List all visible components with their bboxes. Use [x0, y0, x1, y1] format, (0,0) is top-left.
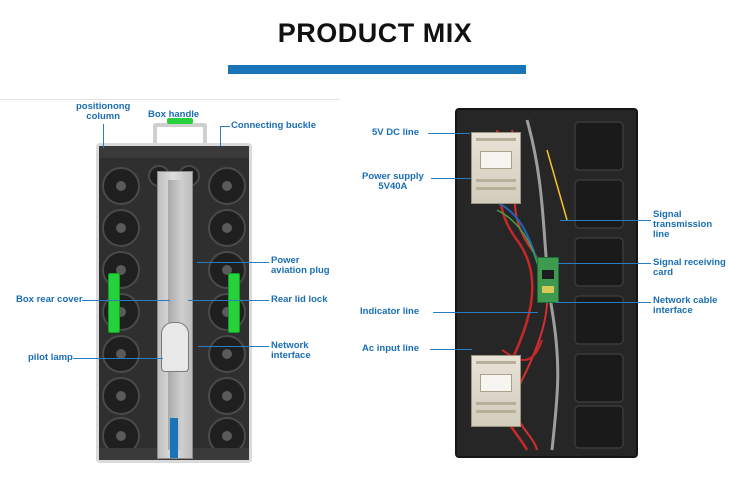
label-ac-input-line: Ac input line — [362, 344, 419, 354]
section-divider — [0, 99, 340, 100]
label-box-rear-cover-text: Box rear cover — [16, 294, 83, 305]
label-indicator-line: Indicator line — [360, 307, 419, 317]
label-pilot-lamp-text: pilot lamp — [28, 352, 73, 363]
leader-network-interface — [198, 346, 269, 347]
leader-power-supply — [431, 178, 471, 179]
leader-rear-lid-lock — [188, 300, 269, 301]
label-connecting-buckle-text: Connecting buckle — [231, 120, 316, 131]
label-rear-lid-lock-text: Rear lid lock — [271, 294, 328, 305]
label-rear-lid-lock: Rear lid lock — [271, 295, 328, 305]
leader-5v-dc-line — [428, 133, 470, 134]
right-green-latch — [228, 273, 240, 333]
label-pilot-lamp: pilot lamp — [28, 353, 73, 363]
label-box-handle-text: Box handle — [148, 109, 200, 120]
leader-positioning-column — [103, 124, 104, 148]
label-connecting-buckle: Connecting buckle — [231, 121, 316, 131]
label-ac-input-line-text: Ac input line — [362, 343, 419, 354]
leader-signal-transmission-line — [560, 220, 651, 221]
leader-network-cable-interface — [556, 302, 651, 303]
label-indicator-line-text: Indicator line — [360, 306, 420, 317]
leader-connecting-buckle-h — [220, 126, 230, 127]
cabinet-interior-view — [455, 108, 638, 458]
title-underline — [228, 65, 526, 74]
label-box-rear-cover: Box rear cover — [16, 295, 83, 305]
power-supply-bottom-graphic — [471, 355, 521, 427]
leader-power-aviation-plug — [197, 262, 269, 263]
label-5v-dc-line-text: 5V DC line — [372, 127, 419, 138]
leader-box-rear-cover — [82, 300, 170, 301]
label-box-handle: Box handle — [148, 110, 199, 120]
leader-indicator-line — [433, 312, 538, 313]
rear-cover-graphic — [157, 171, 193, 459]
page-title: PRODUCT MIX — [277, 18, 473, 48]
receiving-card-graphic — [537, 257, 559, 303]
leader-connecting-buckle-v — [220, 126, 221, 146]
leader-pilot-lamp — [73, 358, 163, 359]
power-supply-top-graphic — [471, 132, 521, 204]
left-green-latch — [108, 273, 120, 333]
box-handle-graphic — [153, 123, 207, 147]
leader-ac-input-line — [430, 349, 472, 350]
label-5v-dc-line: 5V DC line — [372, 128, 419, 138]
blue-bottom-strip — [170, 418, 178, 458]
cabinet-rear-view — [96, 143, 252, 463]
leader-signal-receiving-card — [558, 263, 651, 264]
rear-lid-lock-graphic — [161, 322, 189, 372]
handle-clip-graphic — [167, 118, 193, 124]
